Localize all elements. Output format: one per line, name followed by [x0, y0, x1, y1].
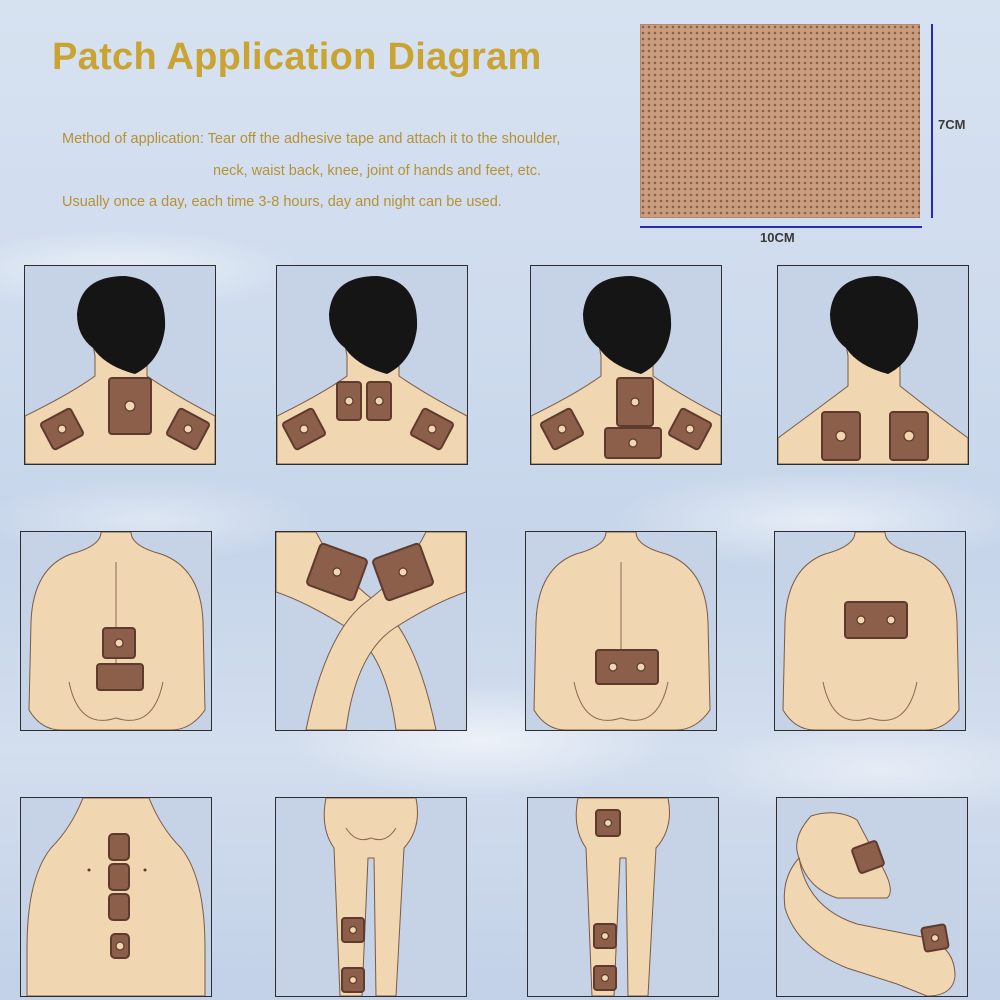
page-title: Patch Application Diagram [52, 36, 542, 78]
instruction-line-3: Usually once a day, each time 3-8 hours,… [62, 194, 502, 210]
instruction-line-1: Method of application: Tear off the adhe… [62, 131, 561, 147]
neck-shoulders-figure [277, 276, 467, 464]
height-label: 7CM [938, 117, 966, 132]
panel-back-lower-spine [20, 531, 212, 731]
panel-neck-shoulders-3 [530, 265, 722, 465]
neck-shoulders-figure [778, 276, 968, 464]
panel-back-lower-waist [525, 531, 717, 731]
panel-legs-knees-ankles [275, 797, 467, 997]
neck-shoulders-figure [25, 276, 215, 464]
width-label: 10CM [760, 230, 795, 245]
crossed-legs-figure [276, 532, 466, 730]
width-dimension-line [640, 226, 922, 228]
patch-sample-image [640, 24, 920, 218]
back-figure [26, 798, 206, 996]
arm-figure [783, 812, 956, 996]
panel-legs-hip-knee-ankle [527, 797, 719, 997]
back-figure [533, 532, 711, 730]
hair [830, 276, 919, 374]
panel-arm-elbow-wrist [776, 797, 968, 997]
legs-figure [323, 798, 418, 996]
hair [583, 276, 672, 374]
height-dimension-line [931, 24, 933, 218]
panel-neck-shoulders-2 [276, 265, 468, 465]
panel-crossed-legs-knees [275, 531, 467, 731]
panel-back-mid [774, 531, 966, 731]
panel-back-spine [20, 797, 212, 997]
neck-shoulders-figure [531, 276, 721, 464]
panel-neck-shoulders-1 [24, 265, 216, 465]
panel-neck-shoulders-4 [777, 265, 969, 465]
instruction-line-2: neck, waist back, knee, joint of hands a… [213, 163, 542, 179]
hair [329, 276, 418, 374]
legs-figure [575, 798, 670, 996]
back-figure [782, 532, 960, 730]
back-figure [28, 532, 206, 730]
hair [77, 276, 166, 374]
